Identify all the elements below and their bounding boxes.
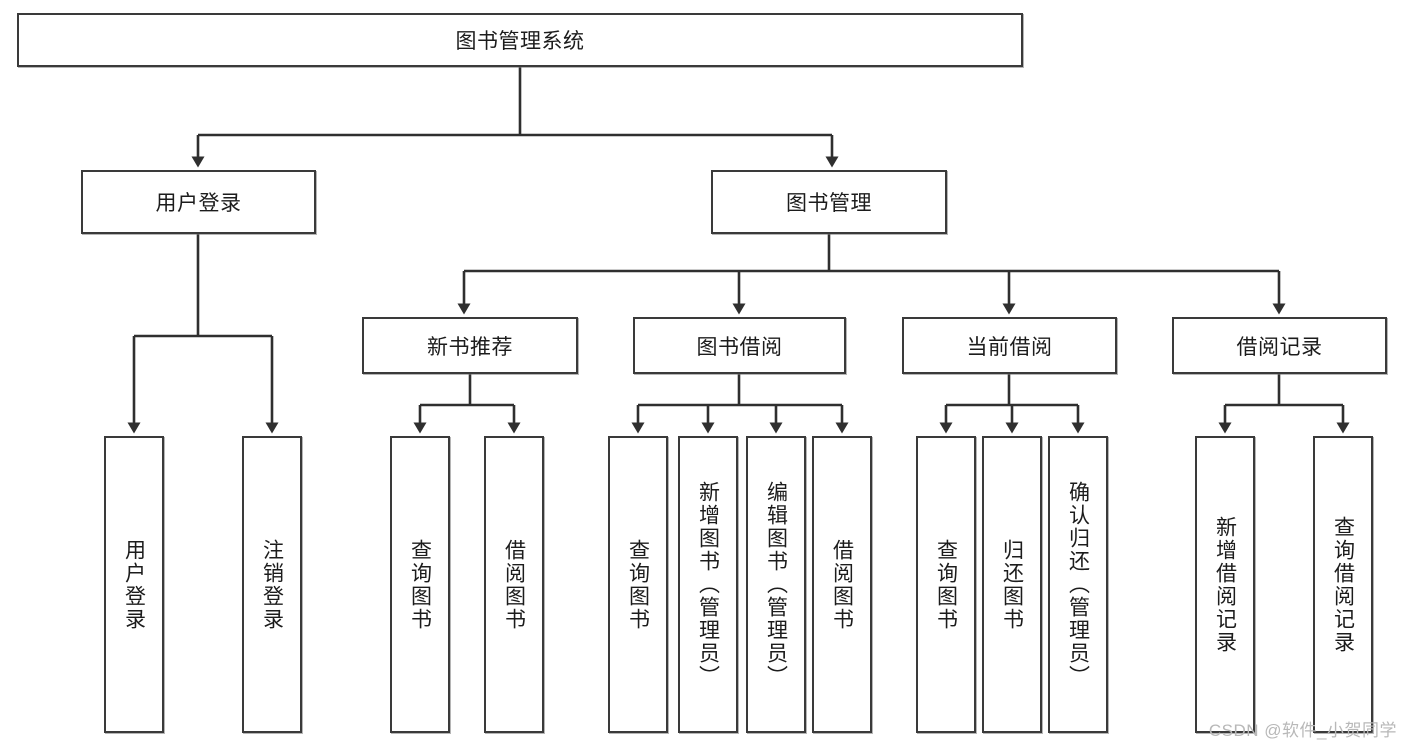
node-leaf-user-login[interactable]: 用户登录 [104, 436, 164, 733]
node-label: 编辑图书（管理员） [764, 481, 788, 688]
node-leaf-borrow-book-recommend[interactable]: 借阅图书 [484, 436, 544, 733]
node-label: 确认归还（管理员） [1066, 481, 1090, 688]
node-label: 查询图书 [626, 538, 650, 631]
node-current-borrow[interactable]: 当前借阅 [902, 317, 1117, 374]
node-label: 查询借阅记录 [1331, 515, 1355, 654]
node-label: 用户登录 [122, 538, 146, 631]
node-leaf-return-book[interactable]: 归还图书 [982, 436, 1042, 733]
node-book-management[interactable]: 图书管理 [711, 170, 947, 234]
node-label: 查询图书 [408, 538, 432, 631]
node-label: 借阅图书 [502, 538, 526, 631]
node-leaf-add-borrow-record[interactable]: 新增借阅记录 [1195, 436, 1255, 733]
node-label: 图书借阅 [696, 335, 783, 359]
node-leaf-query-book-recommend[interactable]: 查询图书 [390, 436, 450, 733]
node-label: 新增图书（管理员） [696, 481, 720, 688]
node-leaf-add-book[interactable]: 新增图书（管理员） [678, 436, 738, 733]
node-user-login[interactable]: 用户登录 [81, 170, 316, 234]
node-label: 用户登录 [155, 192, 242, 215]
node-leaf-query-book-borrow[interactable]: 查询图书 [608, 436, 668, 733]
node-leaf-query-book-current[interactable]: 查询图书 [916, 436, 976, 733]
node-root-book-management-system[interactable]: 图书管理系统 [17, 13, 1023, 67]
node-label: 查询图书 [934, 538, 958, 631]
node-label: 新书推荐 [427, 335, 513, 359]
node-borrow-record[interactable]: 借阅记录 [1172, 317, 1387, 374]
node-label: 图书管理 [786, 192, 872, 215]
node-label: 当前借阅 [966, 335, 1053, 359]
node-leaf-borrow-book[interactable]: 借阅图书 [812, 436, 872, 733]
node-leaf-query-borrow-record[interactable]: 查询借阅记录 [1313, 436, 1373, 733]
node-label: 注销登录 [260, 538, 284, 631]
node-label: 新增借阅记录 [1213, 515, 1237, 654]
node-label: 借阅图书 [830, 538, 854, 631]
watermark: CSDN @软件_小贺同学 [1208, 721, 1397, 740]
node-leaf-logout-login[interactable]: 注销登录 [242, 436, 302, 733]
node-leaf-edit-book[interactable]: 编辑图书（管理员） [746, 436, 806, 733]
node-label: 借阅记录 [1236, 335, 1323, 359]
node-label: 归还图书 [1000, 538, 1024, 631]
node-new-book-recommend[interactable]: 新书推荐 [362, 317, 578, 374]
node-leaf-confirm-return[interactable]: 确认归还（管理员） [1048, 436, 1108, 733]
node-book-borrow[interactable]: 图书借阅 [633, 317, 846, 374]
node-label: 图书管理系统 [455, 30, 585, 53]
